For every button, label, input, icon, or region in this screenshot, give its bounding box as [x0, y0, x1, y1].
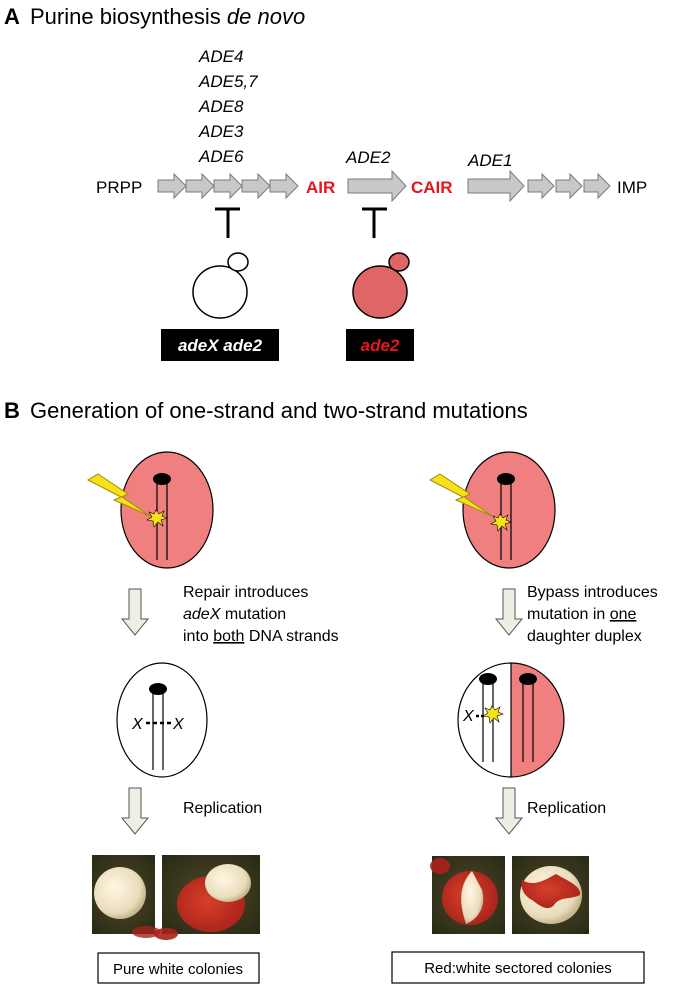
pathway-arrow — [527, 172, 555, 200]
pathway-arrow — [185, 172, 215, 200]
gene-label: ADE4 — [198, 47, 243, 66]
left-cell-mutated: X X — [116, 662, 208, 778]
left-cell-damaged — [86, 451, 214, 569]
down-arrow-left-1 — [120, 588, 150, 636]
panel-b-letter: B — [4, 398, 20, 423]
text-line: daughter duplex — [527, 628, 642, 645]
ade2-arrow — [347, 169, 407, 203]
mutation-x-mark: X — [462, 708, 475, 725]
prpp-label: PRPP — [96, 178, 142, 197]
mutation-x-mark: X — [131, 716, 144, 733]
down-arrow-right-2 — [494, 787, 524, 835]
damage-burst-icon — [146, 509, 168, 528]
genotype-ade2: ade2 — [361, 336, 400, 355]
gene-label: ADE8 — [198, 97, 244, 116]
caption-sectored: Red:white sectored colonies — [424, 960, 612, 977]
right-replication-label: Replication — [527, 800, 606, 817]
ade2-gene-label: ADE2 — [345, 148, 391, 167]
colony-photo-sectored-2 — [512, 856, 589, 934]
text-line: Bypass introduces — [527, 584, 658, 601]
white-yeast-cell — [192, 252, 249, 319]
damage-burst-icon — [482, 705, 504, 724]
pathway-arrows-2 — [527, 172, 611, 200]
genotype-box-ade2 — [346, 329, 414, 361]
ade1-arrow — [467, 169, 525, 203]
gene-label: ADE5,7 — [198, 72, 258, 91]
inhibition-bar-1 — [215, 207, 240, 238]
panel-b-title: Generation of one-strand and two-strand … — [30, 398, 528, 423]
lightning-bolt-icon — [86, 473, 151, 517]
pathway-arrow — [583, 172, 611, 200]
pathway-arrow — [213, 172, 243, 200]
gene-label: ADE6 — [198, 147, 244, 166]
lightning-bolt-icon — [428, 473, 493, 517]
text-line: Repair introduces — [183, 584, 308, 601]
caption-box-right — [391, 951, 645, 984]
caption-box-left — [97, 952, 260, 984]
air-label: AIR — [306, 178, 335, 197]
caption-pure-white: Pure white colonies — [113, 961, 243, 978]
panel-a-title: Purine biosynthesis de novo — [30, 4, 305, 29]
pathway-arrow — [157, 172, 187, 200]
mutation-x-mark: X — [172, 716, 185, 733]
cair-label: CAIR — [411, 178, 453, 197]
text-line: into both DNA strands — [183, 628, 339, 645]
text-line: mutation in one — [527, 606, 637, 623]
down-arrow-left-2 — [120, 787, 150, 835]
pathway-arrow — [269, 172, 299, 200]
pathway-arrow — [241, 172, 271, 200]
ade1-gene-label: ADE1 — [467, 151, 512, 170]
right-cell-damaged — [428, 451, 556, 569]
text-line: adeX mutation — [183, 606, 286, 623]
down-arrow-right-1 — [494, 588, 524, 636]
left-replication-label: Replication — [183, 800, 262, 817]
left-step1-text: Repair introduces adeX mutation into bot… — [183, 584, 339, 645]
panel-a-letter: A — [4, 4, 20, 29]
colony-photo-pure-white-1 — [92, 855, 160, 938]
damage-burst-icon — [490, 513, 512, 532]
colony-photo-pure-white-2 — [154, 855, 260, 940]
gene-stack: ADE4 ADE5,7 ADE8 ADE3 ADE6 — [198, 47, 258, 166]
inhibition-bar-2 — [362, 207, 387, 238]
pathway-arrows-1 — [157, 172, 299, 200]
gene-label: ADE3 — [198, 122, 244, 141]
pathway-arrow — [555, 172, 583, 200]
imp-label: IMP — [617, 178, 647, 197]
genotype-adex-ade2: adeX ade2 — [178, 336, 263, 355]
genotype-box-adex-ade2 — [161, 329, 279, 361]
right-cell-sectored: X — [457, 662, 565, 778]
red-yeast-cell — [352, 252, 410, 319]
right-step1-text: Bypass introduces mutation in one daught… — [527, 584, 658, 645]
colony-photo-sectored-1 — [430, 856, 505, 934]
